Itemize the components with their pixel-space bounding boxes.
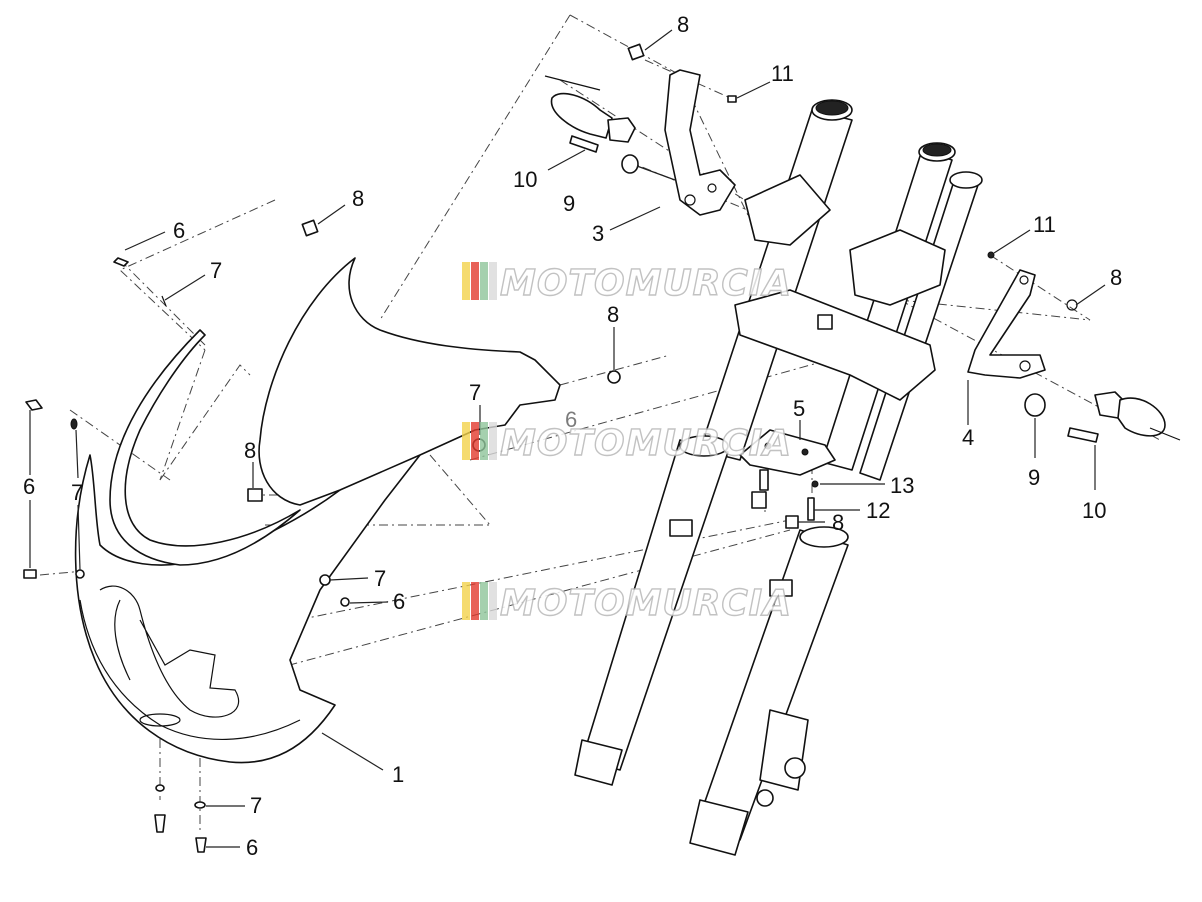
callout-washer-a: 7 [210,258,222,283]
callout-fairing: 1 [392,762,404,787]
callout-plate: 5 [793,396,805,421]
callout-bolt-left: 10 [513,167,537,192]
callout-spacer-right: 9 [1028,465,1040,490]
watermark: MOTOMURCIA MOTOMURCIA MOTOMURCIA [462,262,792,625]
watermark-stripe-3 [480,262,488,300]
callout-bush-plate: 8 [832,510,844,535]
watermark-1: MOTOMURCIA [462,262,792,305]
callout-clip: 13 [890,473,914,498]
callout-bush-mid: 8 [607,302,619,327]
indicator-right [1094,391,1181,441]
callout-bush-screen: 8 [352,186,364,211]
watermark-stripe-2 [471,582,479,620]
watermark-stripe-1 [462,262,470,300]
watermark-stripe-1 [462,582,470,620]
callout-bush-right: 8 [1110,265,1122,290]
callout-pin: 12 [866,498,890,523]
callout-spacer-left: 9 [563,191,575,216]
watermark-text: MOTOMURCIA [500,423,792,464]
callout-washer-d: 7 [250,793,262,818]
callout-screw-c: 6 [393,589,405,614]
callout-labels: 1 3 4 5 6 7 6 7 6 7 6 7 6 7 8 8 8 8 8 8 … [23,12,1122,860]
callout-bush-top: 8 [677,12,689,37]
watermark-stripe-2 [471,262,479,300]
callout-bracket-left: 3 [592,221,604,246]
callout-screw-a: 6 [173,218,185,243]
front-fork [574,99,983,856]
indicator-left [544,75,636,143]
watermark-stripe-4 [489,422,497,460]
watermark-stripe-2 [471,422,479,460]
watermark-3: MOTOMURCIA [462,582,792,625]
bracket-left [664,69,736,216]
leader-lines [29,29,1106,848]
watermark-text: MOTOMURCIA [500,263,792,304]
watermark-stripe-3 [480,422,488,460]
plate [739,429,836,476]
watermark-stripe-4 [489,582,497,620]
callout-washer-b: 7 [71,480,83,505]
callout-screw-d: 6 [246,835,258,860]
callout-screw-e: 6 [565,407,577,432]
watermark-stripe-3 [480,582,488,620]
callout-screw-b: 6 [23,474,35,499]
callout-bush-left: 8 [244,438,256,463]
callout-bolt-right: 10 [1082,498,1106,523]
watermark-stripe-1 [462,422,470,460]
watermark-stripe-4 [489,262,497,300]
callout-washer-e: 7 [469,380,481,405]
bracket-right [967,269,1046,379]
front-fairing [74,444,421,764]
callout-bracket-right: 4 [962,425,974,450]
callout-nut-left: 11 [771,61,794,86]
callout-nut-right: 11 [1033,212,1056,237]
watermark-text: MOTOMURCIA [500,583,792,624]
callout-washer-c: 7 [374,566,386,591]
watermark-2: MOTOMURCIA [462,422,792,465]
